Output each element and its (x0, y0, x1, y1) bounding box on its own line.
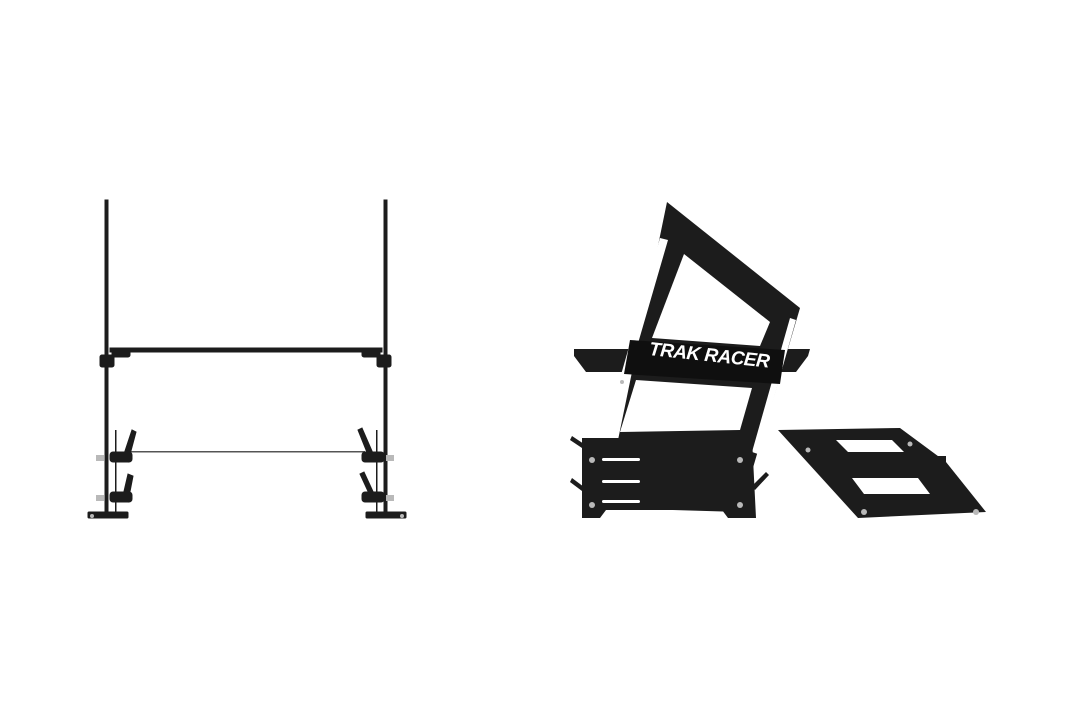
perspective-view-stand: TRAK RACER (570, 202, 986, 518)
base-right-handle (752, 472, 769, 490)
separate-base-plate (778, 428, 986, 518)
upper-window-cutout (652, 254, 770, 346)
base-plate-window-2 (852, 478, 930, 494)
left-base-foot (87, 511, 129, 519)
lower-crossbar (125, 451, 365, 453)
base-plate-hardware (805, 441, 979, 515)
lower-window-cutout (620, 380, 752, 432)
base-left-handle (570, 436, 590, 452)
base-plate-window-1 (836, 440, 904, 452)
front-view-hardware (90, 455, 404, 518)
right-base-foot (365, 511, 407, 519)
crossbar-right-bracket (376, 354, 392, 368)
base-plate-slots (602, 458, 640, 503)
crossbar-left-bracket (99, 354, 115, 368)
stand-hardware (589, 380, 743, 508)
top-crossbar-plate (109, 347, 383, 353)
front-view-frame (87, 199, 407, 519)
front-base-plate (582, 438, 756, 518)
